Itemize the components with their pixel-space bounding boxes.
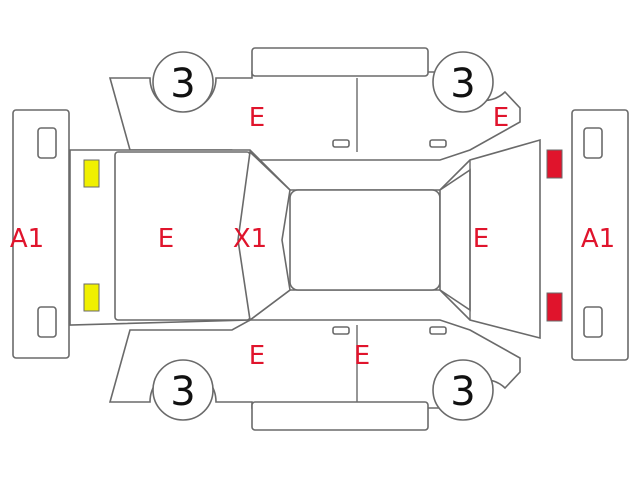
windshield-label: X1 — [233, 224, 267, 254]
roof-rear-label: E — [473, 224, 489, 254]
left-side-panel — [108, 47, 521, 161]
car-top-view — [69, 138, 541, 340]
front-lamps — [83, 159, 100, 312]
rear-lamps — [546, 149, 563, 322]
rear-right-lamp — [546, 292, 563, 322]
rear-bumper — [571, 109, 629, 361]
rear-bumper-label: A1 — [581, 224, 615, 254]
front-bumper-label: A1 — [10, 224, 44, 254]
wheel-front-right: 3 — [152, 359, 214, 421]
rear-left-quarter-label: E — [493, 103, 509, 133]
rear-right-door-label: E — [354, 341, 370, 371]
wheel-rear-left-grade: 3 — [450, 61, 475, 107]
wheel-rear-left: 3 — [432, 51, 494, 113]
rear-left-lamp — [546, 149, 563, 179]
wheel-front-left-grade: 3 — [170, 61, 195, 107]
front-left-fender-label: E — [249, 103, 265, 133]
hood-label: E — [158, 224, 174, 254]
wheel-front-left: 3 — [152, 51, 214, 113]
front-bumper — [12, 109, 70, 359]
wheel-rear-right-grade: 3 — [450, 369, 475, 415]
front-left-lamp — [83, 159, 100, 188]
wheel-front-right-grade: 3 — [170, 369, 195, 415]
wheel-rear-right: 3 — [432, 359, 494, 421]
front-right-lamp — [83, 283, 100, 312]
front-right-fender-label: E — [249, 341, 265, 371]
